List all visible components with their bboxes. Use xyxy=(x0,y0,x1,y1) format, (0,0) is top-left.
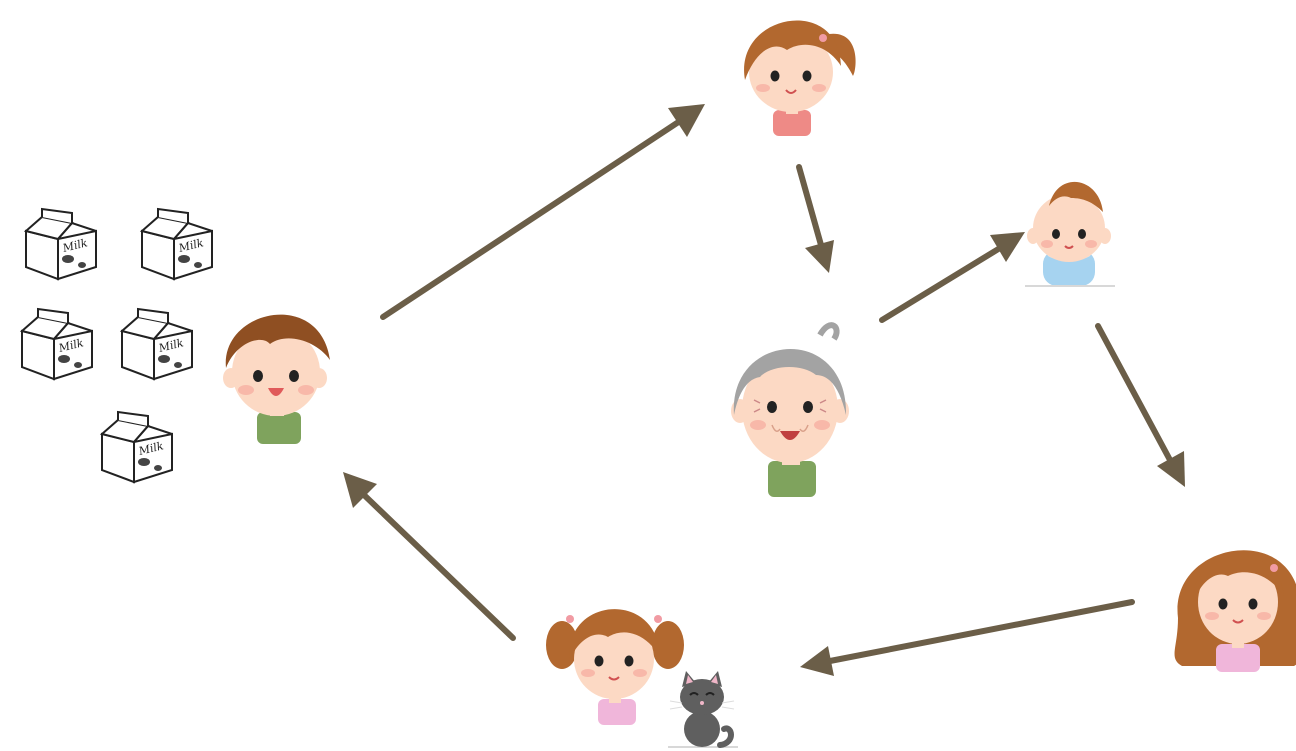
milk-carton-label: Milk xyxy=(176,236,205,255)
milk-carton-icon: Milk xyxy=(119,307,193,381)
baby-avatar-icon xyxy=(1025,181,1115,287)
milk-carton-icon: Milk xyxy=(19,307,93,381)
milk-carton-shape xyxy=(53,329,93,381)
milk-carton-shape xyxy=(57,229,97,281)
milk-carton-icon: Milk xyxy=(23,207,97,281)
milk-carton-shape xyxy=(58,355,70,363)
milk-carton-shape xyxy=(37,307,69,323)
arrow-girl-to-boy xyxy=(343,472,516,641)
milk-carton-label: Milk xyxy=(136,439,165,458)
milk-carton-icon: Milk xyxy=(139,207,213,281)
arrow-boy-to-woman xyxy=(380,104,705,320)
milk-carton-label: Milk xyxy=(56,336,85,355)
cat-icon xyxy=(668,671,738,748)
milk-carton-shape xyxy=(154,465,162,471)
milk-carton-shape xyxy=(178,255,190,263)
milk-carton-shape xyxy=(78,262,86,268)
milk-carton-shape xyxy=(157,207,189,223)
milk-carton-shape xyxy=(62,255,74,263)
arrow-woman-to-grandpa xyxy=(796,164,834,273)
grandfather-avatar-icon xyxy=(731,322,849,497)
boy-avatar-icon xyxy=(223,314,330,444)
milk-carton-shape xyxy=(41,207,73,223)
milk-carton-shape xyxy=(74,362,82,368)
arrow-baby-to-mother xyxy=(1095,323,1185,487)
milk-carton-shape xyxy=(173,229,213,281)
milk-carton-shape xyxy=(138,458,150,466)
milk-carton-shape xyxy=(174,362,182,368)
milk-carton-shape xyxy=(153,329,193,381)
milk-carton-shape xyxy=(117,410,149,426)
mother-wavy-hair-avatar-icon xyxy=(1174,550,1296,672)
arrows xyxy=(343,104,1185,676)
arrow-grandpa-to-baby xyxy=(879,232,1025,323)
woman-ponytail-avatar-icon xyxy=(744,20,856,136)
milk-carton-shape xyxy=(133,432,173,484)
girl-pigtails-avatar-icon xyxy=(546,609,684,725)
milk-carton-icon: Milk xyxy=(99,410,173,484)
arrow-mother-to-girl xyxy=(800,599,1135,676)
milk-carton-shape xyxy=(194,262,202,268)
milk-carton-shape xyxy=(137,307,169,323)
milk-carton-label: Milk xyxy=(60,236,89,255)
milk-carton-label: Milk xyxy=(156,336,185,355)
milk-carton-shape xyxy=(158,355,170,363)
